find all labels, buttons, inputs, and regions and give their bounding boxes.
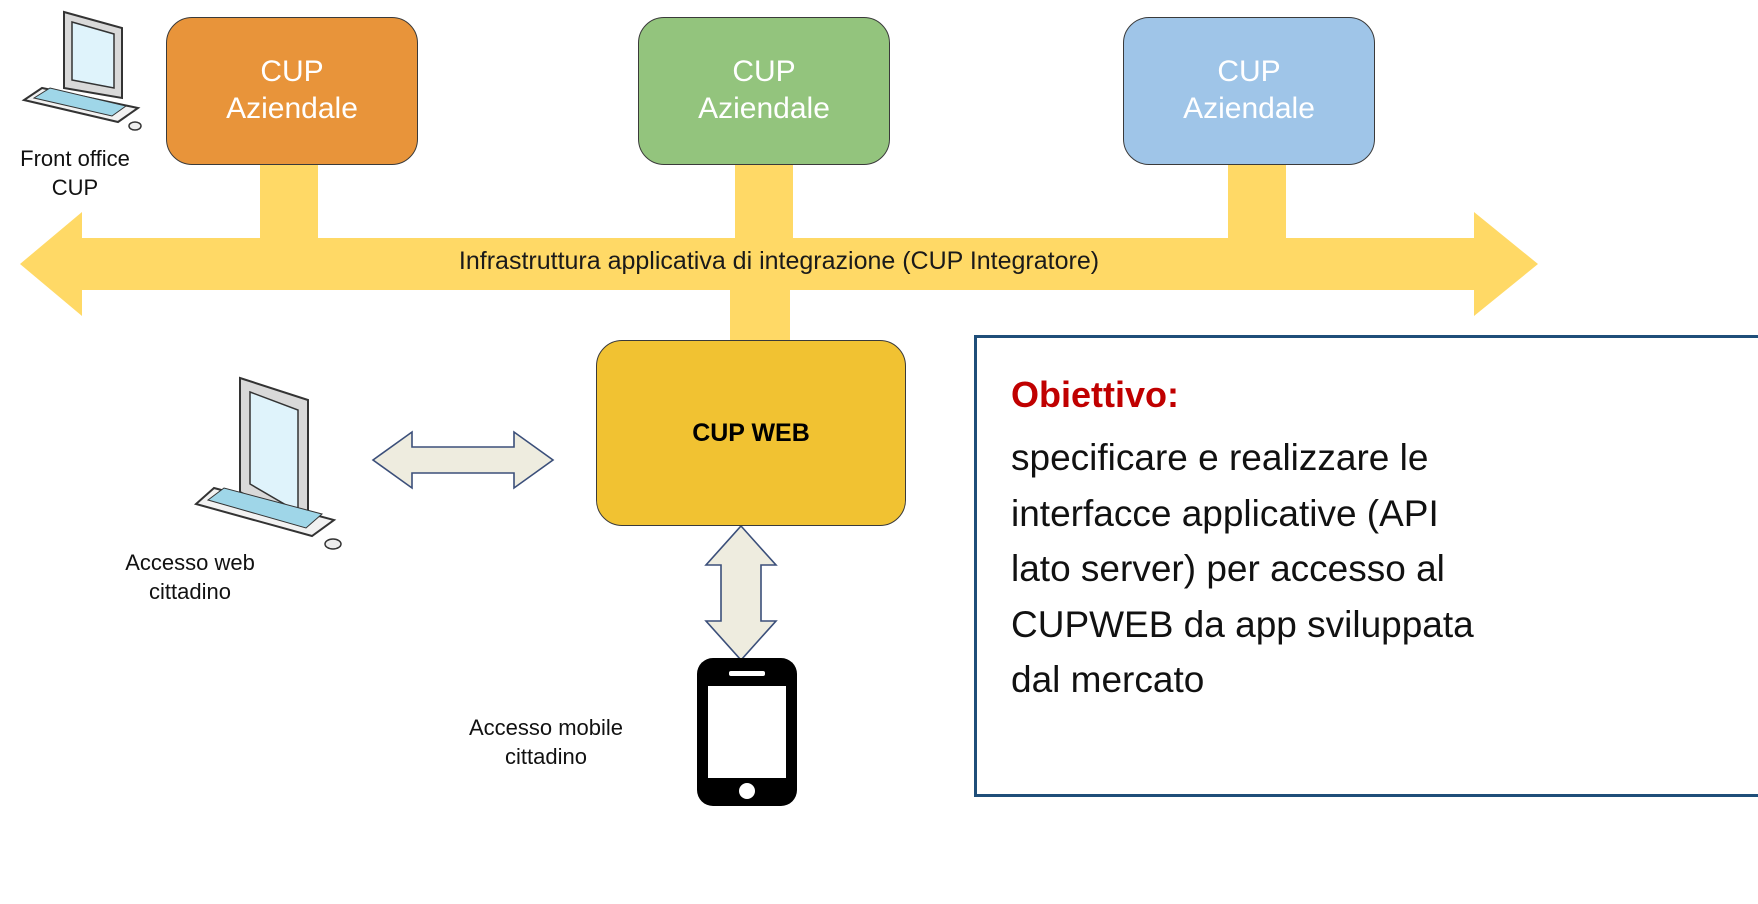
cup-aziendale-box-3: CUP Aziendale [1123, 17, 1375, 165]
mobile-access-label: Accesso mobile cittadino [468, 715, 624, 769]
connector-3 [1228, 165, 1286, 240]
cup-web-label: CUP WEB [692, 418, 810, 447]
objective-text: specificare e realizzare le interfacce a… [1011, 437, 1474, 700]
connector-2 [735, 165, 793, 240]
front-office-label: Front office CUP [20, 146, 130, 200]
front-office-computer-icon [21, 10, 142, 131]
integration-bus-label: Infrastruttura applicativa di integrazio… [458, 247, 1100, 275]
connector-1 [260, 165, 318, 240]
cup-aziendale-label-2: CUP Aziendale [698, 55, 830, 125]
cup-web-box: CUP WEB [596, 340, 906, 526]
objective-panel: Obiettivo: specificare e realizzare le i… [974, 335, 1758, 797]
cup-aziendale-box-1: CUP Aziendale [166, 17, 418, 165]
web-access-double-arrow-icon [371, 430, 555, 490]
web-access-label: Accesso web cittadino [125, 550, 255, 604]
cup-aziendale-box-2: CUP Aziendale [638, 17, 890, 165]
mobile-access-double-arrow-icon [704, 524, 778, 662]
integration-bus-arrow [20, 212, 1538, 316]
web-access-computer-icon [193, 376, 342, 550]
connector-cupweb [730, 290, 790, 342]
smartphone-icon [697, 658, 797, 806]
cup-aziendale-label-3: CUP Aziendale [1183, 55, 1315, 125]
objective-title: Obiettivo: [1011, 374, 1179, 415]
cup-aziendale-label-1: CUP Aziendale [226, 55, 358, 125]
